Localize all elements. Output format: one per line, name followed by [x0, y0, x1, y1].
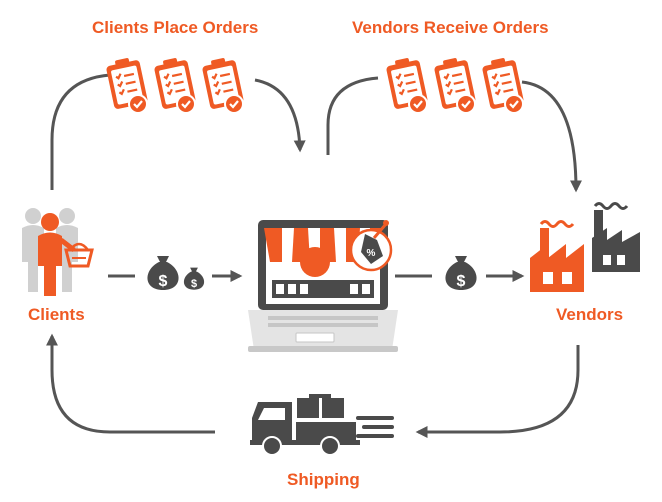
discount-tag-icon: % — [349, 220, 393, 272]
arrow-orders-to-store — [254, 78, 306, 153]
arrow-vendors-to-shipping — [415, 345, 580, 438]
clipboard-check-icon — [384, 56, 430, 115]
svg-text:%: % — [367, 248, 376, 259]
arrow-store-to-vendor-orders — [326, 76, 379, 155]
clipboard-check-icon — [152, 56, 198, 115]
clients-label: Clients — [28, 305, 85, 324]
svg-text:$: $ — [159, 273, 168, 290]
clients-place-orders-label: Clients Place Orders — [92, 18, 259, 37]
arrow-clients-to-orders — [50, 73, 111, 190]
money-bag-icon: $ — [445, 256, 477, 290]
money-bag-icon: $ — [183, 267, 205, 290]
arrow-shipping-to-clients — [46, 333, 215, 434]
clipboard-check-icon — [432, 56, 478, 115]
svg-text:$: $ — [191, 278, 197, 290]
svg-text:$: $ — [457, 273, 466, 290]
clipboard-check-icon — [104, 56, 150, 115]
money-bag-icon: $ — [147, 256, 179, 290]
clipboard-check-icon — [200, 56, 246, 115]
people-icon — [22, 208, 94, 296]
vendors-label: Vendors — [556, 305, 624, 324]
factory-icon — [530, 202, 640, 292]
vendors-receive-orders-label: Vendors Receive Orders — [352, 18, 549, 37]
truck-icon — [250, 394, 394, 456]
clipboard-check-icon — [480, 56, 526, 115]
shipping-label: Shipping — [287, 470, 360, 489]
arrow-vendor-orders-to-vendors — [521, 80, 582, 193]
